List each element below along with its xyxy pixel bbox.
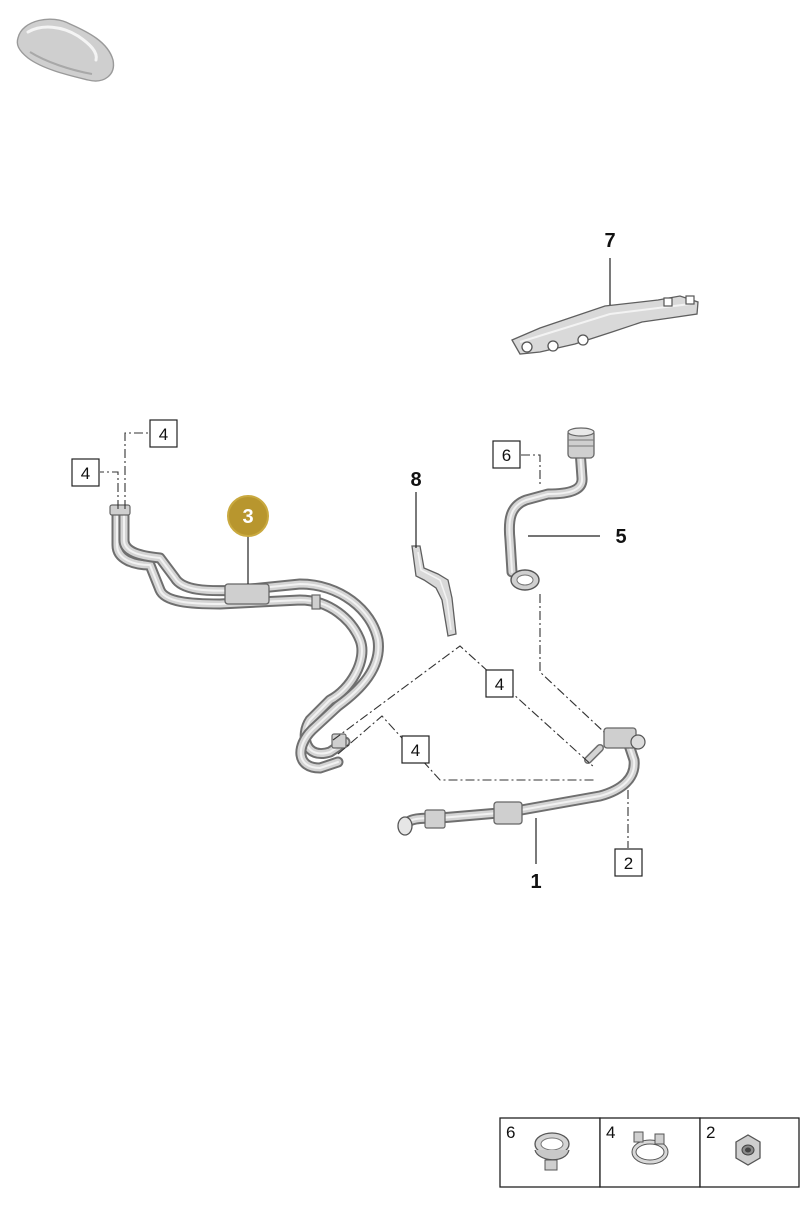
- fastener-legend: 6 4 2: [499, 1117, 800, 1188]
- legend-number-2: 2: [706, 1123, 715, 1142]
- car-thumbnail-icon[interactable]: [16, 18, 115, 82]
- part-label-8: 8: [410, 469, 421, 491]
- part-8-bracket[interactable]: [411, 545, 457, 637]
- ref-label-4-mid-left: 4: [411, 741, 420, 760]
- part-1-hose[interactable]: [397, 727, 646, 836]
- ref-label-4-top: 4: [159, 425, 168, 444]
- part-label-1: 1: [530, 871, 541, 893]
- ref-label-2: 2: [624, 854, 633, 873]
- legend-number-6: 6: [506, 1123, 515, 1142]
- legend-cell-2[interactable]: 2: [699, 1117, 800, 1188]
- part-label-3: 3: [242, 506, 253, 528]
- legend-number-4: 4: [606, 1123, 615, 1142]
- part-label-5: 5: [615, 526, 626, 548]
- ref-box-4-top[interactable]: 4: [149, 419, 178, 448]
- ref-label-4-mid-right: 4: [495, 675, 504, 694]
- part-label-7: 7: [604, 230, 615, 252]
- ref-box-4-mid-left[interactable]: 4: [401, 735, 430, 764]
- reference-lines: [100, 432, 629, 848]
- ref-label-4-left: 4: [81, 464, 90, 483]
- spring-clamp-icon: [631, 1131, 669, 1165]
- part-5-hose[interactable]: [503, 427, 595, 591]
- part-7-bracket[interactable]: [511, 295, 699, 355]
- hex-nut-icon: [735, 1134, 761, 1166]
- legend-cell-6[interactable]: 6: [499, 1117, 601, 1188]
- ref-box-6[interactable]: 6: [492, 440, 521, 469]
- part-3-pipe-assembly[interactable]: [109, 504, 384, 774]
- ref-box-2[interactable]: 2: [614, 848, 643, 877]
- part-3-highlight-badge[interactable]: 3: [227, 495, 269, 537]
- ref-label-6: 6: [502, 446, 511, 465]
- ref-box-4-mid-right[interactable]: 4: [485, 669, 514, 698]
- legend-cell-4[interactable]: 4: [599, 1117, 701, 1188]
- hose-clamp-icon: [534, 1132, 570, 1171]
- ref-box-4-left[interactable]: 4: [71, 458, 100, 487]
